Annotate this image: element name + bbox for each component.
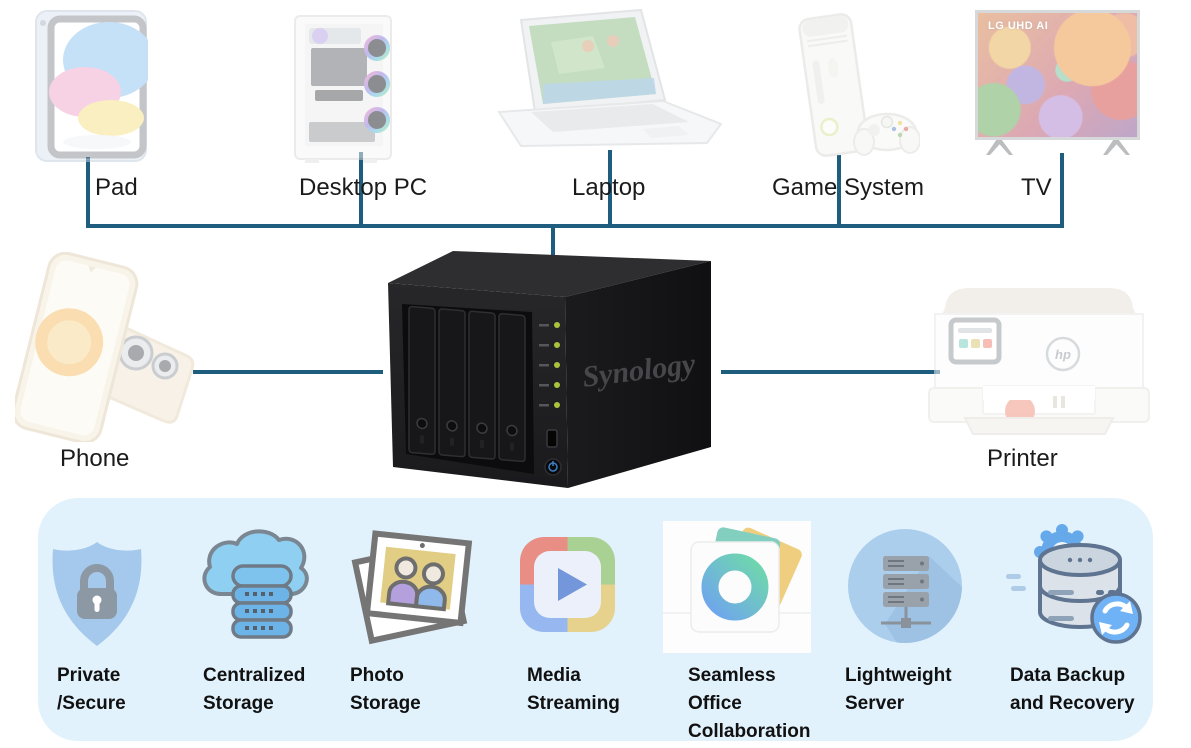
nas-image: Synology: [378, 248, 723, 493]
phone-icon: [11, 251, 195, 444]
tv-leg-right: [1103, 140, 1130, 155]
connector-bus: [86, 224, 1064, 228]
power-button: [544, 458, 562, 476]
feature-label-private-secure: Private /Secure: [57, 665, 126, 714]
connector-pad: [86, 157, 90, 228]
game-console-icon: [798, 13, 921, 157]
connector-desktop-pc: [359, 152, 363, 228]
shield-lock-icon: [52, 542, 142, 646]
desktop-pc-image: [293, 14, 393, 164]
sync-icon: [1090, 592, 1142, 644]
label-laptop: Laptop: [572, 174, 646, 201]
tv-image: LG UHD AI: [975, 10, 1140, 155]
tv-screen: LG UHD AI: [975, 10, 1140, 140]
tv-brand-logo: LG UHD AI: [988, 20, 1049, 32]
connector-printer: [721, 370, 940, 374]
printer-icon: hp: [928, 288, 1150, 435]
usb-port: [546, 429, 558, 448]
tv-leg-left: [986, 140, 1013, 155]
feature-label-centralized-storage: Centralized Storage: [203, 665, 306, 714]
game-system-image: [790, 8, 921, 163]
phone-image: [11, 251, 200, 444]
feature-label-backup-recovery: Data Backup and Recovery: [1010, 665, 1135, 714]
features-panel: Private /Secure Centralized Storage Phot…: [38, 498, 1153, 742]
server-rack-icon: [848, 529, 962, 643]
nas-led-strip: [539, 322, 560, 408]
backup-sync-icon: [1006, 524, 1142, 644]
label-phone: Phone: [60, 445, 130, 472]
connector-tv: [1060, 153, 1064, 228]
label-pad: Pad: [95, 174, 138, 201]
label-printer: Printer: [987, 445, 1058, 472]
feature-label-media-streaming: Media Streaming: [527, 665, 620, 714]
label-tv: TV: [1021, 174, 1052, 201]
nas-device-icon: Synology: [388, 251, 711, 488]
photo-frames-icon: [351, 530, 473, 645]
printer-image: hp: [925, 278, 1153, 443]
label-game-system: Game System: [772, 174, 925, 201]
media-play-icon: [520, 537, 615, 632]
feature-label-office-collaboration: Seamless Office Collaboration: [688, 665, 811, 742]
label-desktop-pc: Desktop PC: [299, 174, 428, 201]
printer-brand-logo: hp: [1055, 347, 1071, 362]
connector-game-system: [837, 155, 841, 228]
pad-image: [35, 8, 155, 163]
connector-nas: [551, 224, 555, 258]
office-collaboration-icon: [663, 521, 811, 653]
drive-bays: [408, 305, 526, 463]
feature-label-photo-storage: Photo Storage: [350, 665, 421, 714]
laptop-image: [493, 8, 728, 150]
connector-phone: [193, 370, 383, 374]
tablet-icon: [35, 10, 155, 162]
feature-label-lightweight-server: Lightweight Server: [845, 665, 952, 714]
connector-laptop: [608, 150, 612, 228]
desktop-tower-icon: [294, 15, 392, 163]
laptop-icon: [497, 8, 723, 148]
cloud-server-icon: [202, 529, 309, 639]
